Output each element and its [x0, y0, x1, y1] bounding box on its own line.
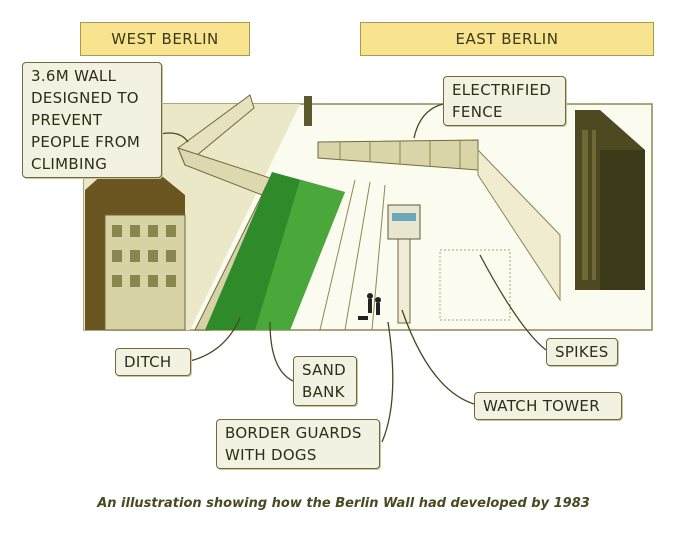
- watch-tower-cabin: [387, 204, 421, 240]
- spikes-label: SPIKES: [546, 338, 618, 366]
- watch-tower-label: WATCH TOWER: [474, 392, 622, 420]
- west-berlin-header: WEST BERLIN: [80, 22, 250, 56]
- tower-arrow: [401, 309, 475, 405]
- caption: An illustration showing how the Berlin W…: [97, 496, 590, 511]
- far-watch-tower: [304, 96, 312, 126]
- spikes-arrow: [479, 254, 547, 351]
- right-fence: [477, 148, 561, 302]
- fence-arrow: [413, 103, 444, 139]
- watch-tower-window: [392, 213, 416, 221]
- ditch-arrow: [189, 317, 241, 362]
- sand-bank: [255, 180, 345, 330]
- watch-tower-post: [397, 237, 411, 324]
- guards-arrow: [381, 321, 394, 443]
- wall-arrow: [159, 132, 189, 143]
- east-berlin-header: EAST BERLIN: [360, 22, 654, 56]
- spikes-field: [439, 249, 511, 321]
- sand-arrow: [269, 321, 294, 382]
- ditch-label: DITCH: [115, 348, 191, 376]
